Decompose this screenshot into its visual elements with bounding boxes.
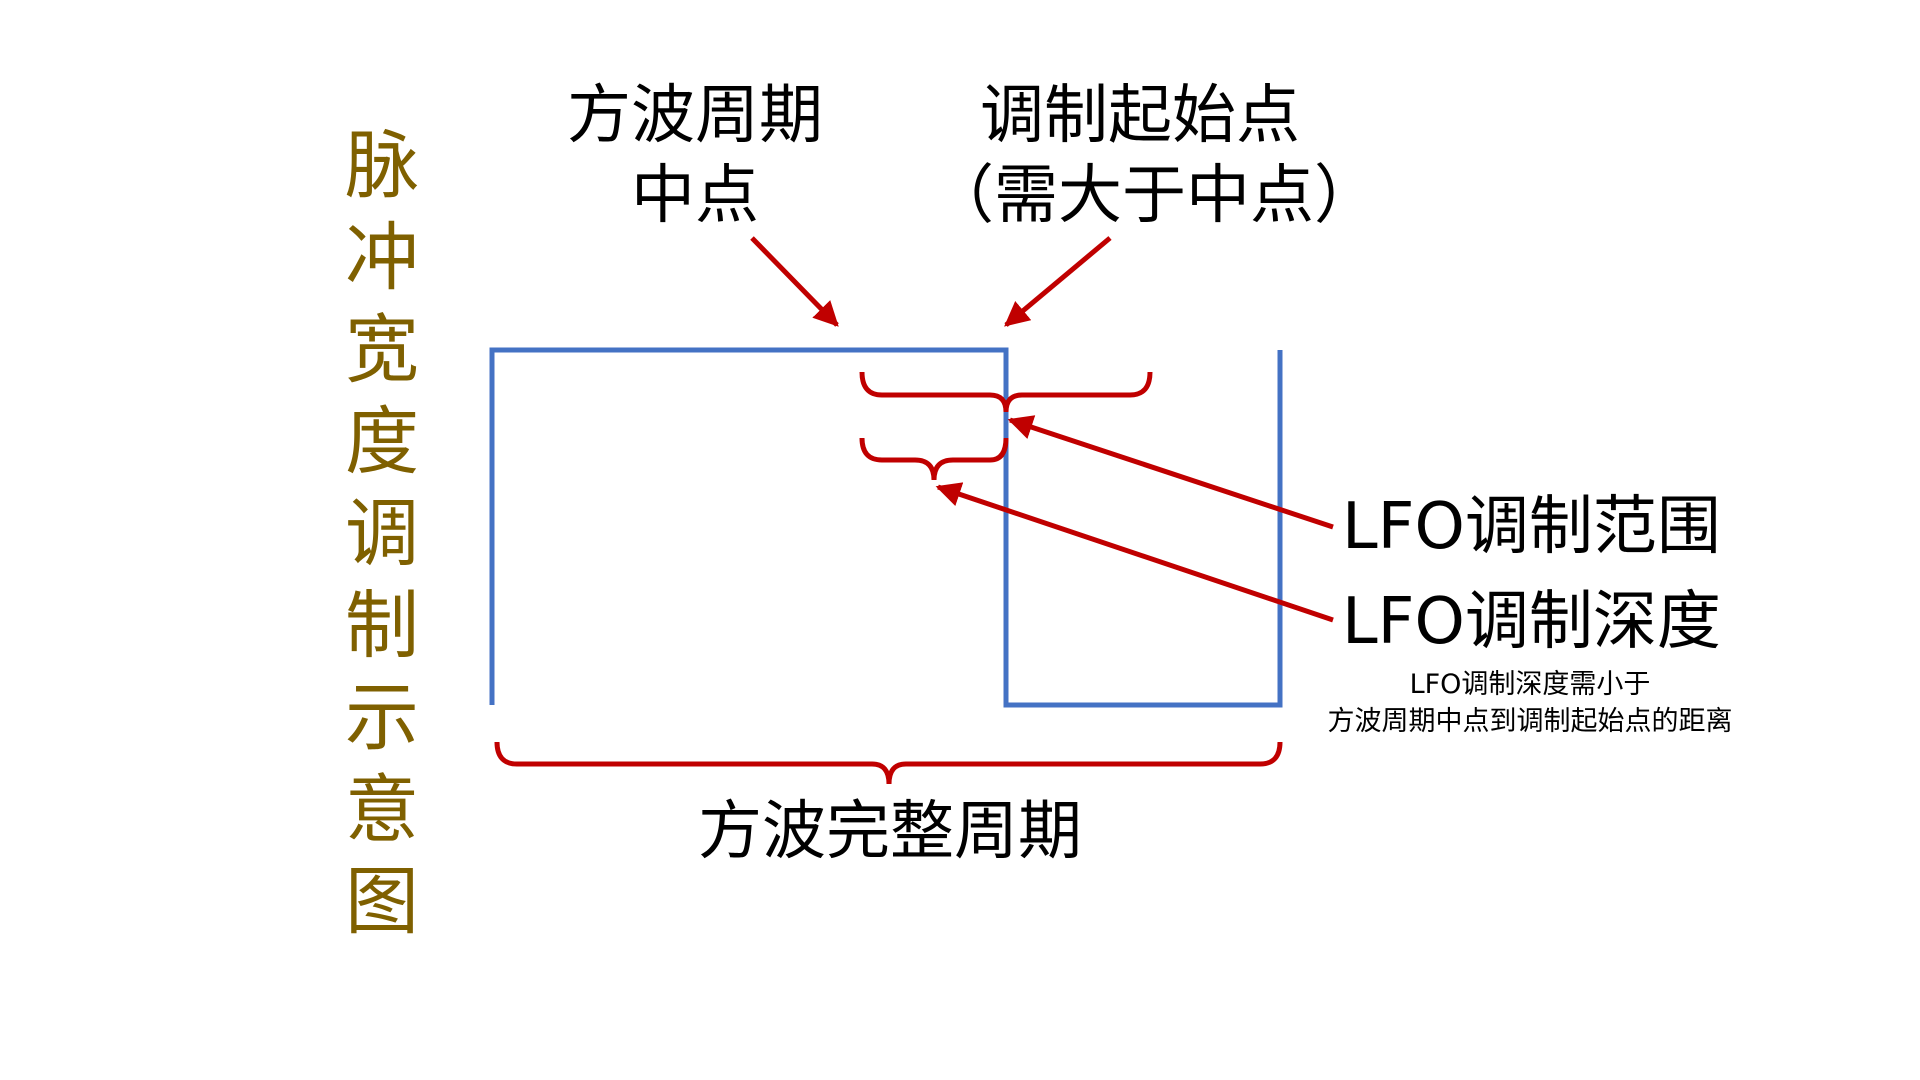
depth-note: LFO调制深度需小于 方波周期中点到调制起始点的距离 xyxy=(1290,666,1770,740)
title-char: 冲 xyxy=(345,215,419,301)
full-period-label: 方波完整周期 xyxy=(698,795,1082,869)
title-char: 制 xyxy=(345,583,419,669)
title-char: 图 xyxy=(345,859,419,945)
title-char: 意 xyxy=(345,767,419,853)
title-char: 示 xyxy=(345,675,419,761)
mod-start-label-line1: 调制起始点 xyxy=(980,79,1300,153)
mod-start-label-line2: （需大于中点） xyxy=(930,159,1378,233)
lfo-range-brace xyxy=(859,371,1153,413)
arrow-to-square-midpoint xyxy=(750,236,839,327)
lfo-range-label: LFO调制范围 xyxy=(1342,490,1721,564)
title-char: 脉 xyxy=(345,123,419,209)
square-wave xyxy=(489,347,1283,708)
square-midpoint-label-line1: 方波周期 xyxy=(567,79,823,153)
full-period-brace xyxy=(494,741,1283,785)
diagram-title: 脉冲宽度调制示意图 xyxy=(332,120,432,948)
arrow-to-mod-start xyxy=(1004,236,1112,327)
arrow-to-lfo-range xyxy=(1007,415,1334,530)
lfo-depth-label: LFO调制深度 xyxy=(1342,585,1721,659)
title-char: 宽 xyxy=(345,307,419,393)
mod-start-label: 调制起始点 （需大于中点） xyxy=(930,76,1378,236)
title-char: 调 xyxy=(345,491,419,577)
title-char: 度 xyxy=(345,399,419,485)
lfo-depth-brace xyxy=(859,437,1009,481)
arrow-to-lfo-depth xyxy=(935,482,1334,623)
square-midpoint-label: 方波周期 中点 xyxy=(520,76,870,236)
depth-note-line2: 方波周期中点到调制起始点的距离 xyxy=(1327,706,1733,737)
square-midpoint-label-line2: 中点 xyxy=(631,159,759,233)
depth-note-line1: LFO调制深度需小于 xyxy=(1409,669,1651,700)
